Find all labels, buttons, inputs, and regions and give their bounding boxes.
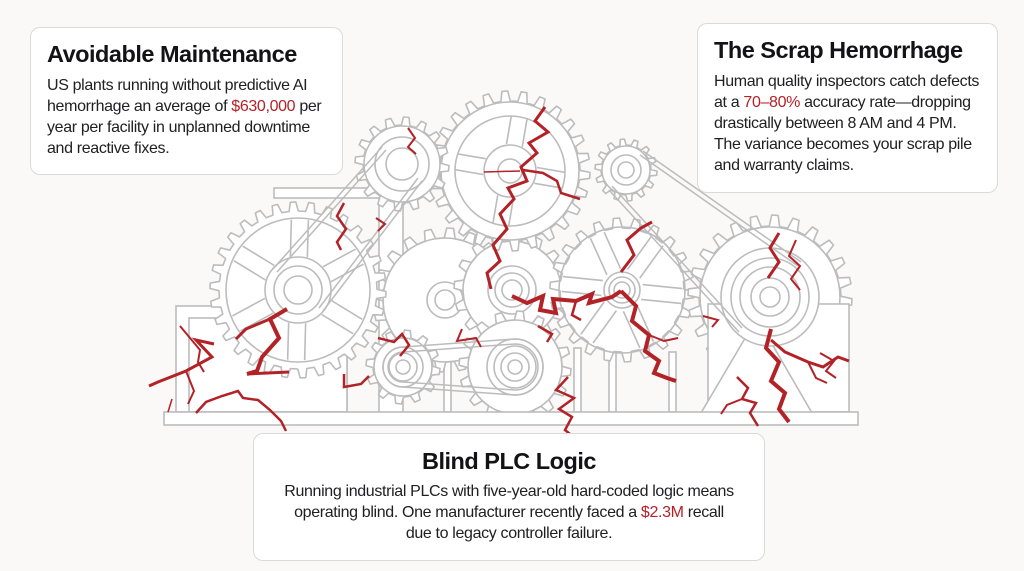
highlight-recall-cost: $2.3M <box>640 504 684 522</box>
body-text: accuracy rate—dropping drastically betwe… <box>714 94 972 175</box>
body-text: recall due to legacy controller failure. <box>405 504 724 543</box>
highlight-accuracy-rate: 70–80% <box>743 94 801 112</box>
card-avoidable-maintenance: Avoidable Maintenance US plants running … <box>30 27 343 176</box>
body-text: Running industrial PLCs with five-year-o… <box>284 483 734 522</box>
body-text: per year per facility in unplanned downt… <box>47 98 322 158</box>
body-text: Human quality inspectors catch defects a… <box>714 73 980 112</box>
card-body: US plants running without predictive AI … <box>47 75 326 159</box>
card-title: Avoidable Maintenance <box>47 41 297 67</box>
card-body: Running industrial PLCs with five-year-o… <box>280 481 738 544</box>
highlight-dollar-amount: $630,000 <box>231 98 296 116</box>
card-title: The Scrap Hemorrhage <box>714 37 963 63</box>
card-scrap-hemorrhage: The Scrap Hemorrhage Human quality inspe… <box>697 23 998 193</box>
card-body: Human quality inspectors catch defects a… <box>714 71 981 177</box>
body-text: US plants running without predictive AI … <box>47 77 308 116</box>
card-title: Blind PLC Logic <box>422 448 596 474</box>
card-blind-plc-logic: Blind PLC Logic Running industrial PLCs … <box>253 433 765 562</box>
